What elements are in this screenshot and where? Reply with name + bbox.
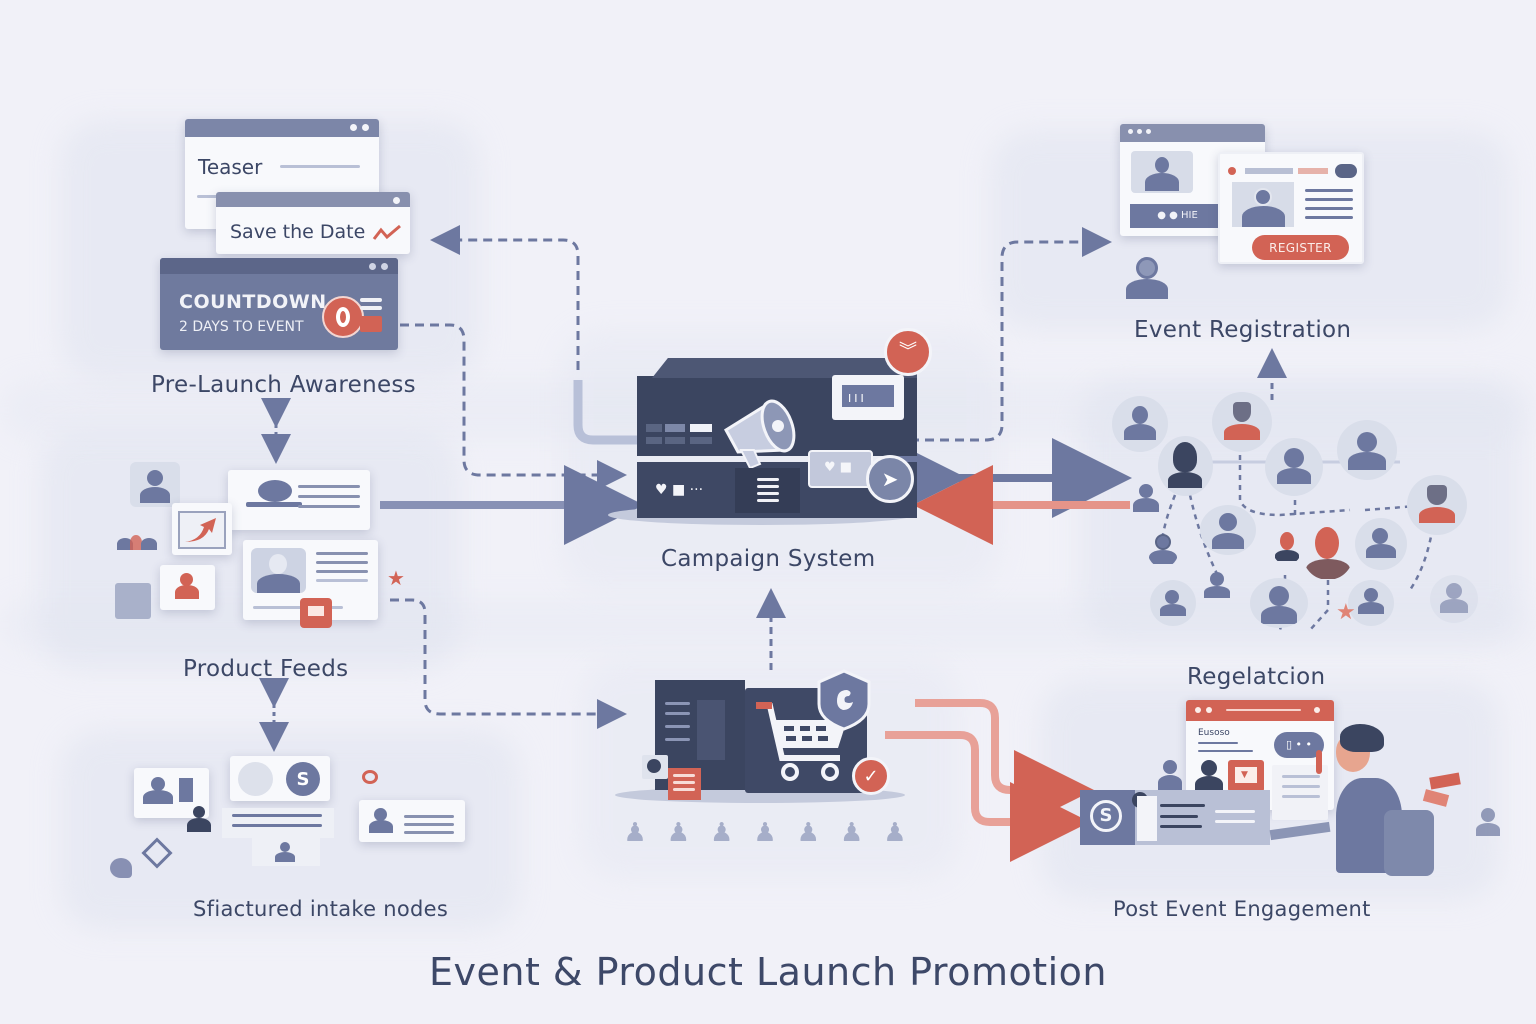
countdown-title: COUNTDOWN: [179, 291, 327, 313]
audience-avatar-highlight: [1212, 392, 1272, 452]
intake-person-icon: [185, 806, 213, 832]
audience-avatar: [1158, 436, 1213, 496]
audience-avatar-highlight: [1407, 475, 1467, 535]
support-chat-icon: S: [1080, 790, 1135, 845]
intake-card-profile-small: [252, 838, 320, 866]
feed-star-icon: ★: [387, 566, 405, 590]
audience-avatar: [1355, 518, 1407, 570]
intake-red-blob-icon: [362, 770, 378, 784]
checkout-check-badge-icon[interactable]: ✓: [852, 757, 890, 795]
save-the-date-label: Save the Date: [230, 221, 366, 243]
regelation-label: Regelatcion: [1187, 664, 1326, 690]
post-event-document: [1272, 765, 1328, 820]
checkout-audience-row: ♟♟♟♟♟♟♟: [623, 818, 907, 848]
feed-group-icon: [117, 535, 159, 553]
audience-avatar: [1112, 396, 1168, 452]
campaign-cursor-badge-icon[interactable]: ➤: [866, 455, 914, 503]
feed-growth-card[interactable]: [172, 503, 232, 555]
audience-avatar: [1250, 578, 1308, 628]
feed-product-card-main[interactable]: [243, 540, 378, 620]
feed-chat-icon: [300, 598, 332, 628]
registration-card-caption: ● ● HIE: [1130, 204, 1225, 228]
audience-avatar: [1198, 566, 1238, 606]
campaign-server-lid: [652, 358, 917, 378]
feed-post-card-top[interactable]: [228, 470, 370, 530]
post-event-attendee-1: [1155, 760, 1185, 792]
registration-attendee-avatar: [1120, 255, 1175, 300]
regelation-chat-icon: ▯ • •: [1274, 732, 1324, 758]
intake-s-icon: S: [286, 762, 320, 796]
audience-avatar: [1147, 530, 1179, 568]
audience-avatar: [1200, 505, 1256, 555]
campaign-system-label: Campaign System: [661, 546, 876, 572]
intake-card-profile[interactable]: [359, 800, 465, 842]
audience-avatar: [1265, 438, 1323, 496]
campaign-list-panel: [735, 468, 800, 513]
audience-avatar-highlight: [1272, 530, 1302, 565]
diagram-title: Event & Product Launch Promotion: [428, 950, 1108, 994]
growth-arrow-icon: [185, 518, 216, 542]
trend-icon: [372, 224, 401, 240]
pre-launch-awareness-label: Pre-Launch Awareness: [151, 372, 416, 398]
audience-avatar: [1430, 575, 1478, 623]
shopping-cart-icon: [756, 702, 847, 781]
registration-form-card[interactable]: REGISTER: [1218, 152, 1364, 264]
post-event-attendee-3: [1473, 808, 1503, 838]
regelation-panel-text: Eusoso: [1198, 728, 1230, 738]
megaphone-icon: [724, 399, 796, 470]
intake-card-user[interactable]: [134, 768, 209, 818]
countdown-card[interactable]: COUNTDOWN 2 DAYS TO EVENT: [160, 258, 398, 350]
countdown-subtitle: 2 DAYS TO EVENT: [179, 319, 304, 335]
engagement-person-illustration: [1269, 720, 1440, 880]
product-feeds-label: Product Feeds: [183, 656, 349, 682]
post-event-engagement-label: Post Event Engagement: [1113, 897, 1371, 921]
audience-avatar: [1348, 580, 1394, 626]
campaign-check-badge-icon[interactable]: ︾: [884, 328, 932, 376]
teaser-label: Teaser: [198, 155, 263, 179]
post-event-attendee-2: [1192, 760, 1226, 792]
countdown-clock-icon: [322, 296, 364, 338]
campaign-chat-bubble-icon: ♥ ■: [808, 450, 873, 488]
campaign-heart-indicator: ♥ ■ ···: [655, 482, 704, 498]
feed-leaf-icon: [115, 583, 151, 619]
campaign-calendar-icon: III: [832, 375, 904, 420]
checkout-disc-icon: [642, 755, 668, 779]
register-button[interactable]: REGISTER: [1252, 235, 1349, 260]
checkout-receipt-icon: [668, 768, 701, 800]
security-shield-icon: [817, 669, 871, 731]
intake-heart-icon: [110, 858, 132, 878]
intake-card-center[interactable]: S: [230, 756, 330, 801]
post-event-mail-icon: ▼: [1228, 760, 1264, 792]
event-registration-label: Event Registration: [1134, 317, 1352, 343]
post-event-dashboard-panel[interactable]: S: [1080, 790, 1270, 845]
audience-avatar: [1128, 478, 1164, 518]
audience-avatar: [1337, 420, 1397, 480]
save-the-date-card[interactable]: Save the Date: [216, 192, 410, 254]
audience-avatar-highlight: [1302, 525, 1354, 580]
feed-person-card-small[interactable]: [160, 565, 215, 610]
audience-avatar: [1150, 580, 1196, 626]
feed-user-icon: [130, 462, 180, 507]
intake-nodes-label: Sfiactured intake nodes: [193, 897, 449, 921]
audience-star-icon: ★: [1336, 600, 1356, 625]
